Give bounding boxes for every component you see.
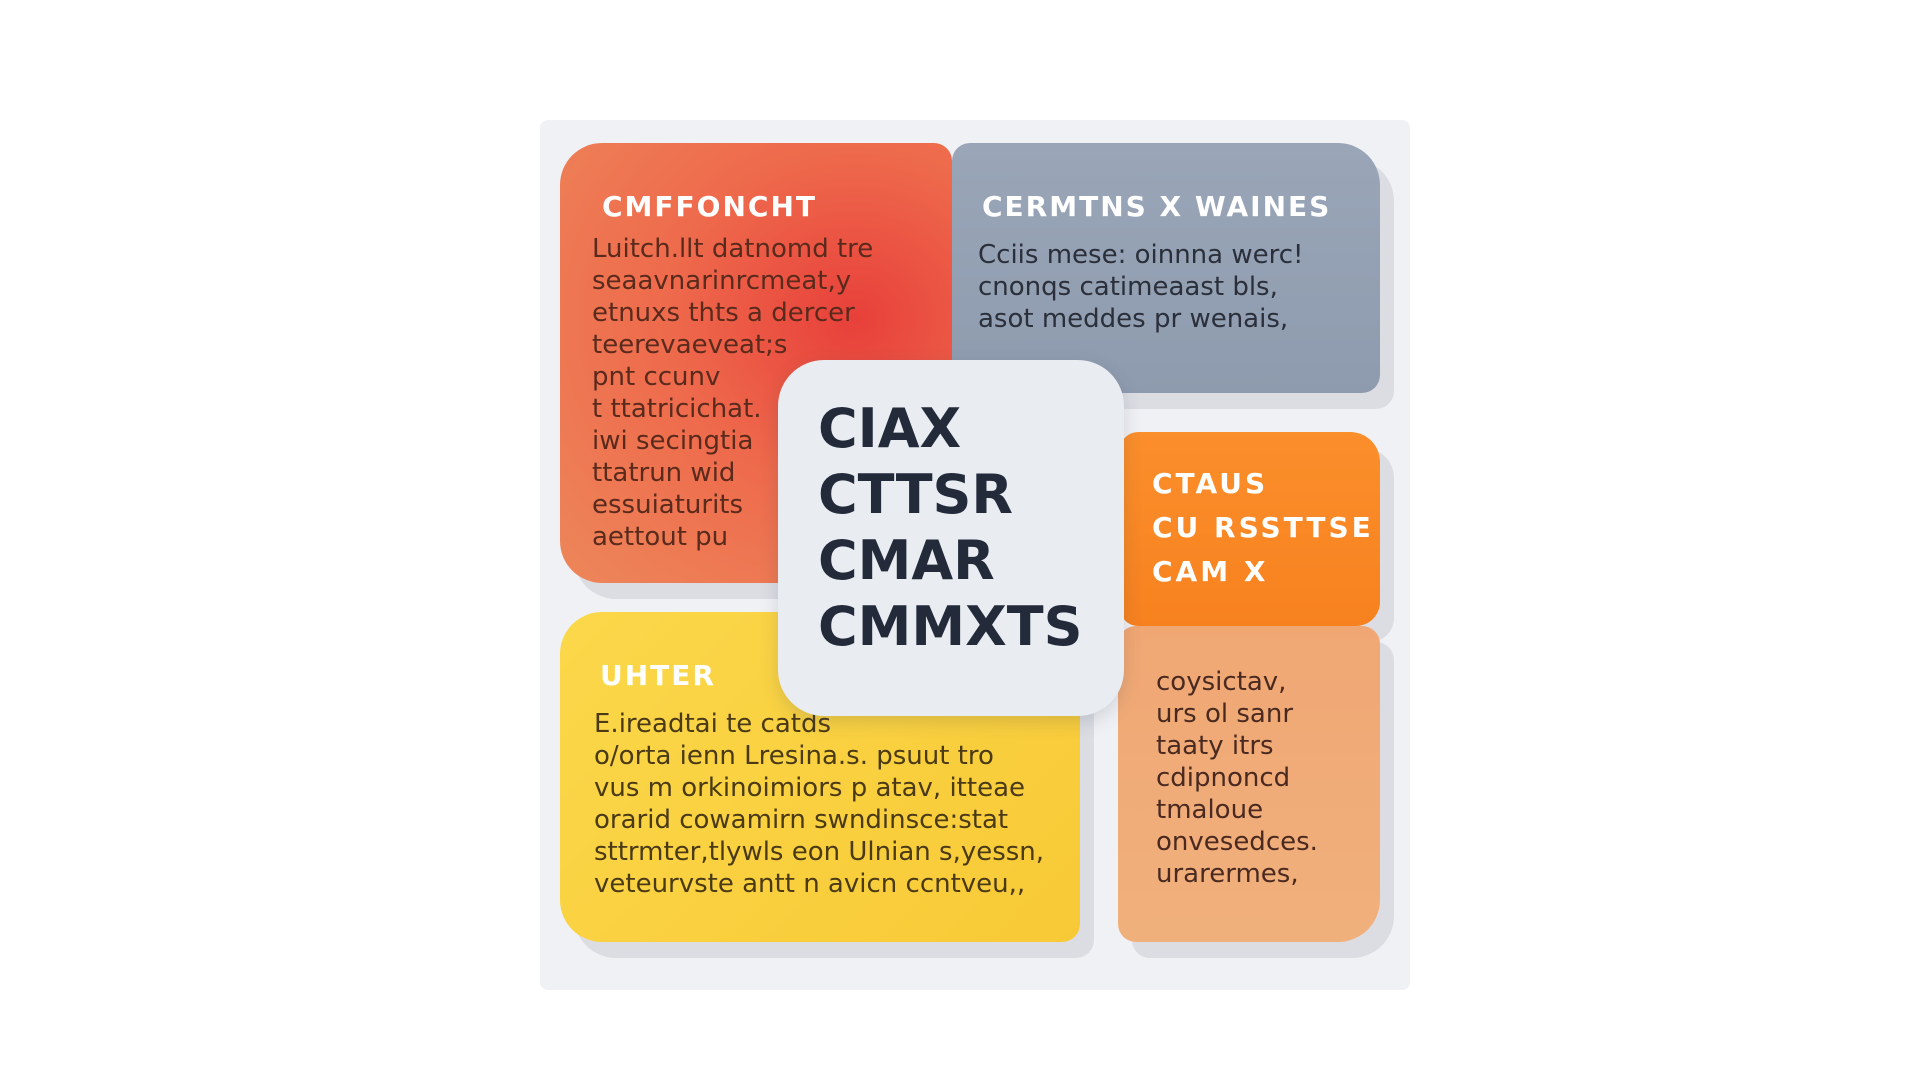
tile-top-right-heading: CERMTNS X WAINES xyxy=(982,190,1332,223)
tile-center: CIAX CTTSR CMAR CMMXTS xyxy=(778,360,1124,716)
tile-bottom-right: coysictav, urs ol sanr taaty itrs cdipno… xyxy=(1118,626,1380,942)
tile-right-orange-heading: CTAUS CU RSSTTSE CAM X xyxy=(1152,467,1374,588)
tile-top-left-body: Luitch.llt datnomd tre seaavnarinrcmeat,… xyxy=(592,234,874,552)
tile-top-right: CERMTNS X WAINES Cciis mese: oinnna werc… xyxy=(952,143,1380,393)
tile-bottom-left-heading: UHTER xyxy=(600,659,716,692)
tile-bottom-left-body: E.ireadtai te catds o/orta ienn Lresina.… xyxy=(594,709,1045,899)
tile-top-left-heading: CMFFONCHT xyxy=(602,190,817,223)
tile-center-text: CIAX CTTSR CMAR CMMXTS xyxy=(818,397,1083,658)
tile-right-orange: CTAUS CU RSSTTSE CAM X xyxy=(1120,432,1380,626)
tile-top-right-body: Cciis mese: oinnna werc! cnonqs catimeaa… xyxy=(978,240,1304,334)
tile-bottom-right-body: coysictav, urs ol sanr taaty itrs cdipno… xyxy=(1156,667,1318,889)
